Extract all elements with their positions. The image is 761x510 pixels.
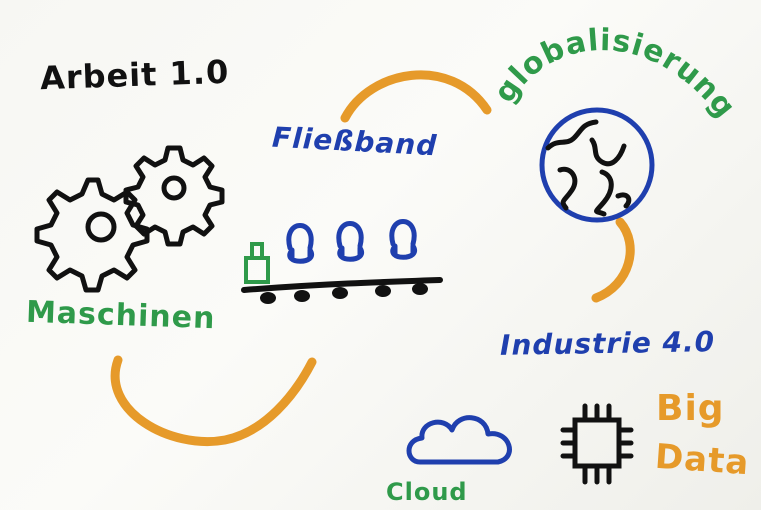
- label-cloud: Cloud: [386, 478, 468, 506]
- label-globalisierung-arc: globalisierung: [490, 23, 743, 125]
- svg-text:globalisierung: globalisierung: [490, 23, 743, 125]
- label-industrie: Industrie 4.0: [499, 325, 716, 362]
- chip-icon: [560, 403, 634, 485]
- cloud-icon: [406, 415, 512, 465]
- label-globalisierung: globalisierung: [490, 23, 742, 125]
- arc-arrow-top: [340, 70, 492, 123]
- label-arbeit: Arbeit 1.0: [39, 52, 230, 98]
- assembly-line-icon: [241, 219, 443, 304]
- label-maschinen: Maschinen: [25, 294, 217, 337]
- globe-icon: [539, 107, 655, 223]
- label-data: Data: [653, 436, 751, 484]
- label-big: Big: [656, 388, 725, 429]
- arc-arrow-right: [591, 217, 635, 303]
- arc-arrow-bottom: [110, 355, 317, 446]
- gears-icon: [34, 145, 225, 293]
